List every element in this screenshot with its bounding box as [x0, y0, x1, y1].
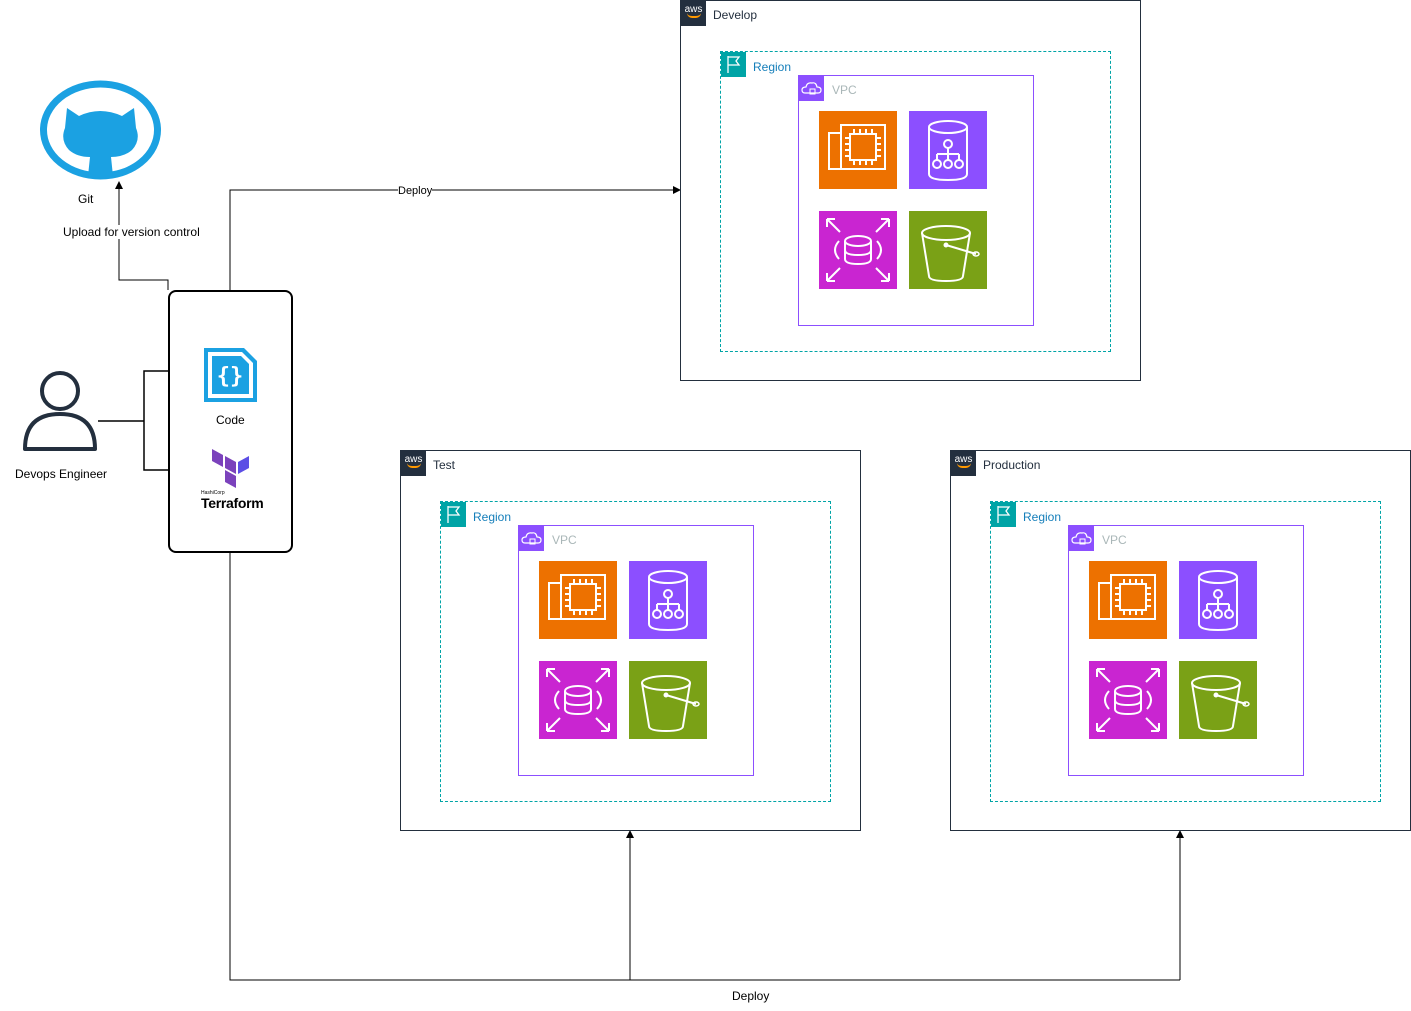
code-file-icon: {} — [204, 348, 257, 402]
engineer-label: Devops Engineer — [15, 467, 108, 481]
vpc-test: VPC — [518, 525, 754, 776]
aws-account-develop: aws Develop Region VPC — [680, 0, 1141, 381]
aws-account-production: aws Production Region VPC — [950, 450, 1411, 831]
git-label: Git — [78, 192, 94, 206]
region-flag-icon — [991, 502, 1016, 527]
aws-account-test: aws Test Region VPC — [400, 450, 861, 831]
aws-logo-icon: aws — [951, 451, 976, 476]
vpc-cloud-icon — [519, 526, 544, 551]
region-label: Region — [753, 60, 792, 74]
vpc-cloud-icon — [1069, 526, 1094, 551]
svg-text:{}: {} — [217, 364, 244, 389]
ec2-icon — [1089, 561, 1167, 639]
ec2-icon — [819, 111, 897, 189]
vpc-develop: VPC — [798, 75, 1034, 326]
upload-label: Upload for version control — [62, 225, 201, 239]
environment-name: Test — [433, 458, 456, 472]
environment-name: Production — [983, 458, 1041, 472]
dynamodb-icon — [629, 561, 707, 639]
vpc-cloud-icon — [799, 76, 824, 101]
deploy-bottom-line — [229, 530, 1180, 981]
user-icon — [23, 371, 97, 451]
vpc-label: VPC — [1102, 533, 1127, 547]
region-label: Region — [1023, 510, 1062, 524]
region-flag-icon — [441, 502, 466, 527]
region-production: Region VPC — [990, 501, 1381, 802]
region-label: Region — [473, 510, 512, 524]
deploy-top-label: Deploy — [398, 185, 433, 197]
terraform-label: Terraform — [201, 495, 264, 511]
rds-icon — [539, 661, 617, 739]
region-test: Region VPC — [440, 501, 831, 802]
rds-icon — [819, 211, 897, 289]
dynamodb-icon — [1179, 561, 1257, 639]
region-flag-icon — [721, 52, 746, 77]
terraform-icon — [212, 449, 249, 488]
vpc-label: VPC — [832, 83, 857, 97]
tooling-container: {} Code HashiCorp Terraform — [168, 290, 293, 553]
aws-logo-icon: aws — [681, 1, 706, 26]
vpc-production: VPC — [1068, 525, 1304, 776]
rds-icon — [1089, 661, 1167, 739]
terraform-brand-small: HashiCorp — [201, 490, 225, 496]
aws-logo-icon: aws — [401, 451, 426, 476]
vpc-label: VPC — [552, 533, 577, 547]
code-label: Code — [216, 413, 245, 427]
github-icon — [40, 80, 161, 180]
s3-icon — [1179, 661, 1257, 739]
s3-icon — [629, 661, 707, 739]
dynamodb-icon — [909, 111, 987, 189]
ec2-icon — [539, 561, 617, 639]
deploy-develop-arrow — [229, 186, 681, 290]
s3-icon — [909, 211, 987, 289]
deploy-bottom-label: Deploy — [732, 989, 770, 1003]
region-develop: Region VPC — [720, 51, 1111, 352]
environment-name: Develop — [713, 8, 758, 22]
